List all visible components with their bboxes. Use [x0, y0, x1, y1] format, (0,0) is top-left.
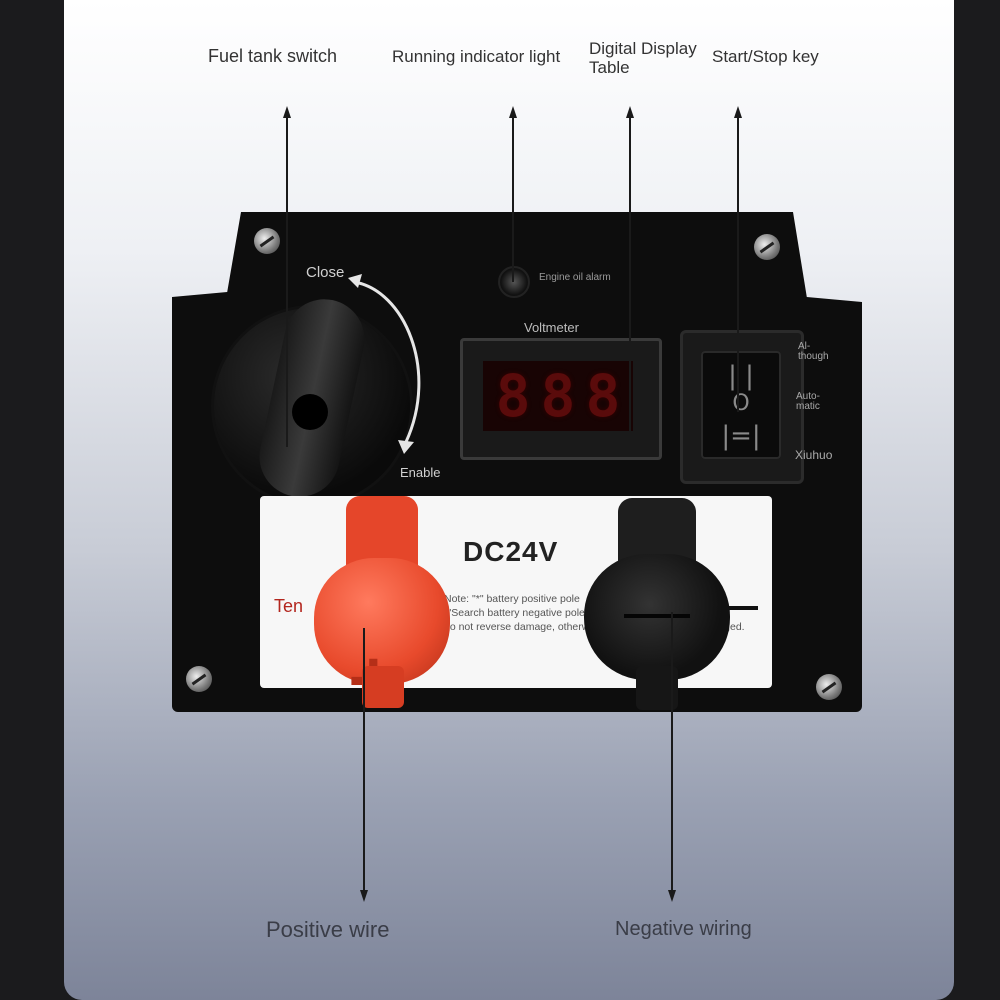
- knob-close-label: Close: [306, 264, 345, 281]
- negative-terminal[interactable]: [584, 498, 730, 710]
- switch-position-top: Al- though: [798, 341, 829, 362]
- label-digital-display-table: Digital Display Table: [589, 39, 697, 77]
- meter-digit: 8: [495, 362, 531, 430]
- product-diagram: Fuel tank switch Running indicator light…: [64, 0, 954, 1000]
- running-indicator-led: [498, 266, 530, 298]
- digital-voltmeter: 8 8 8: [460, 338, 662, 460]
- label-running-indicator-light: Running indicator light: [392, 47, 561, 66]
- knob-hole: [292, 394, 328, 430]
- meter-digit: 8: [540, 362, 576, 430]
- screw-icon: [816, 674, 842, 700]
- leader-line-fuel-tank: [286, 112, 288, 447]
- switch-symbol-middle: O: [732, 391, 750, 416]
- switch-symbol-top: | |: [728, 361, 754, 391]
- plate-title: DC24V: [463, 536, 559, 567]
- rocker-face[interactable]: | | O |=|: [701, 351, 781, 459]
- engine-oil-alarm-label: Engine oil alarm: [539, 272, 611, 283]
- minus-icon: [624, 614, 690, 618]
- plate-left-mark: Ten: [274, 596, 304, 616]
- leader-line-display: [629, 112, 631, 434]
- label-start-stop-key: Start/Stop key: [712, 47, 819, 66]
- switch-position-bottom: Xiuhuo: [795, 448, 833, 462]
- start-stop-switch[interactable]: | | O |=|: [680, 330, 804, 484]
- label-positive-wire: Positive wire: [266, 917, 390, 942]
- fuel-tank-knob[interactable]: [214, 291, 410, 505]
- switch-symbol-bottom: |=|: [721, 421, 761, 451]
- leader-line-start-stop: [737, 112, 739, 412]
- label-fuel-tank-switch: Fuel tank switch: [208, 46, 338, 66]
- positive-terminal[interactable]: +: [314, 496, 450, 714]
- leader-line-negative: [671, 612, 673, 896]
- screw-icon: [754, 234, 780, 260]
- screw-icon: [186, 666, 212, 692]
- voltmeter-screen: 8 8 8: [483, 361, 633, 431]
- switch-position-middle: Auto- matic: [796, 391, 820, 412]
- knob-enable-label: Enable: [400, 465, 441, 480]
- terminal-boot: [362, 666, 404, 708]
- minus-icon: [726, 606, 758, 610]
- leader-line-indicator: [512, 112, 514, 282]
- screw-icon: [254, 228, 280, 254]
- rotation-arrow-icon: [348, 274, 421, 454]
- voltmeter-label: Voltmeter: [524, 320, 579, 335]
- terminal-cap: [584, 554, 730, 680]
- leader-line-positive: [363, 628, 365, 896]
- meter-digit: 8: [585, 362, 621, 430]
- label-negative-wiring: Negative wiring: [615, 918, 752, 940]
